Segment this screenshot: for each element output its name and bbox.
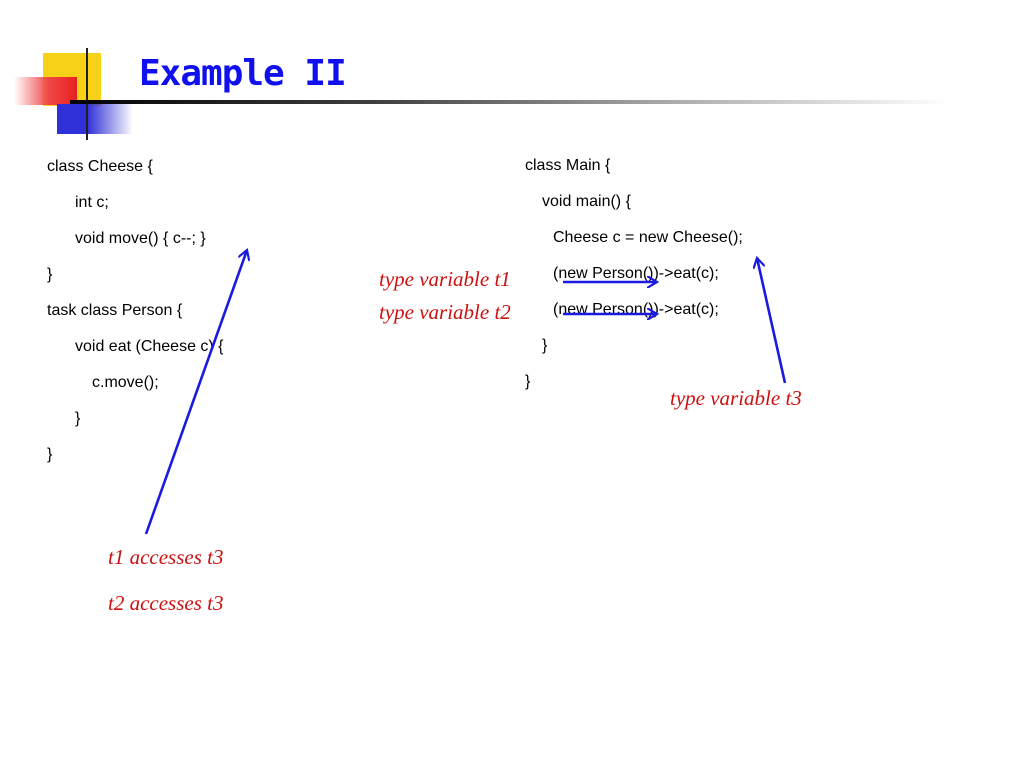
code-line-move-method: void move() { c--; } — [75, 230, 206, 247]
slide-title: Example II — [139, 53, 347, 94]
code-line-new-cheese: Cheese c = new Cheese(); — [553, 229, 743, 246]
annotation-type-variable-t3: type variable t3 — [670, 386, 802, 410]
annotation-t2-accesses-t3: t2 accesses t3 — [108, 591, 224, 615]
logo-vertical-line — [86, 48, 88, 140]
arrow-access-to-move — [144, 250, 247, 535]
code-line-main-class: class Main { — [525, 157, 611, 174]
annotation-type-variable-t1: type variable t1 — [379, 267, 511, 291]
logo-red-block — [14, 77, 77, 105]
code-line-person-class: task class Person { — [47, 302, 183, 319]
logo-blue-block — [57, 104, 133, 134]
code-line-main-method: void main() { — [542, 193, 631, 210]
code-line-person-close: } — [47, 446, 53, 463]
code-line-int-c: int c; — [75, 194, 109, 211]
code-line-main-close: } — [525, 373, 531, 390]
code-line-eat-method: void eat (Cheese c) { — [75, 338, 224, 355]
code-line-cheese-close: } — [47, 266, 53, 283]
annotation-t1-accesses-t3: t1 accesses t3 — [108, 545, 224, 569]
code-line-person-eat-1: (new Person())->eat(c); — [553, 265, 719, 282]
code-line-eat-close: } — [75, 410, 81, 427]
code-line-move-call: c.move(); — [92, 374, 159, 391]
code-line-cheese-class: class Cheese { — [47, 158, 153, 175]
arrow-t3-to-c — [757, 258, 787, 384]
code-line-main-method-close: } — [542, 337, 548, 354]
annotation-type-variable-t2: type variable t2 — [379, 300, 511, 324]
title-underline — [70, 100, 950, 104]
